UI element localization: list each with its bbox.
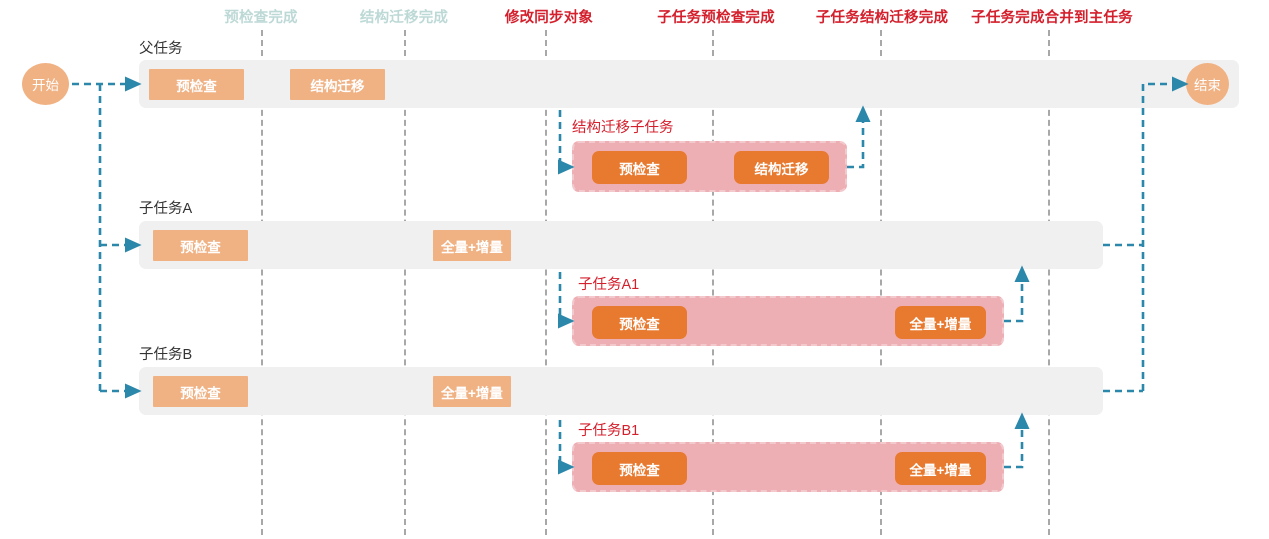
lane-title-subtask-a: 子任务A [139, 201, 193, 217]
chip-subtask-b1-precheck[interactable]: 预检查 [592, 452, 687, 485]
chip-subtask-a-precheck[interactable]: 预检查 [153, 230, 248, 261]
milestone-guide-line-1 [261, 30, 263, 535]
chip-parent-structure-migration[interactable]: 结构迁移 [290, 69, 385, 100]
milestone-label-modify-sync-object: 修改同步对象 [504, 10, 594, 26]
milestone-guide-line-6 [1048, 30, 1050, 535]
group-structure-migration-subtask: 预检查 结构迁移 [572, 141, 847, 192]
chip-subtask-a-full-incremental[interactable]: 全量+增量 [433, 230, 511, 261]
terminator-end[interactable]: 结束 [1186, 63, 1229, 105]
milestone-label-structure-done: 结构迁移完成 [359, 10, 449, 26]
wire-subtask-b1-to-subtask-b [1004, 412, 1030, 469]
wire-milestone-to-subtask-a1 [557, 272, 575, 329]
wire-milestone-to-subtask-b1 [557, 420, 575, 475]
chip-structure-subtask-structure-migration[interactable]: 结构迁移 [734, 151, 829, 184]
group-title-subtask-a1: 子任务A1 [578, 277, 640, 293]
milestone-label-subtask-precheck-done: 子任务预检查完成 [657, 10, 775, 26]
terminator-start[interactable]: 开始 [22, 63, 69, 105]
lane-title-subtask-b: 子任务B [139, 347, 193, 363]
group-subtask-b1: 预检查 全量+增量 [572, 442, 1004, 492]
milestone-guide-line-3 [545, 30, 547, 535]
group-title-structure-migration-subtask: 结构迁移子任务 [572, 120, 674, 136]
milestone-guide-line-4 [712, 30, 714, 535]
group-subtask-a1: 预检查 全量+增量 [572, 296, 1004, 346]
chip-subtask-b-precheck[interactable]: 预检查 [153, 376, 248, 407]
milestone-label-subtask-merge-to-main: 子任务完成合并到主任务 [971, 10, 1133, 26]
milestone-guide-line-5 [880, 30, 882, 535]
milestone-label-subtask-structure-done: 子任务结构迁移完成 [815, 10, 949, 26]
lane-parent-task: 预检查 结构迁移 [139, 60, 1239, 108]
lane-subtask-a: 预检查 全量+增量 [139, 221, 1103, 269]
group-title-subtask-b1: 子任务B1 [578, 423, 640, 439]
milestone-label-precheck-done: 预检查完成 [224, 10, 298, 26]
chip-subtask-b1-full-incremental[interactable]: 全量+增量 [895, 452, 986, 485]
chip-subtask-a1-precheck[interactable]: 预检查 [592, 306, 687, 339]
chip-subtask-b-full-incremental[interactable]: 全量+增量 [433, 376, 511, 407]
lane-subtask-b: 预检查 全量+增量 [139, 367, 1103, 415]
chip-structure-subtask-precheck[interactable]: 预检查 [592, 151, 687, 184]
wire-collector-to-end [1141, 76, 1189, 391]
wire-subtask-a1-to-subtask-a [1004, 265, 1030, 323]
lane-title-parent-task: 父任务 [139, 41, 183, 57]
wire-structure-subtask-to-parent [847, 105, 871, 169]
wire-milestone-to-structure-subtask [557, 110, 575, 175]
milestone-guide-line-2 [404, 30, 406, 535]
chip-parent-precheck[interactable]: 预检查 [149, 69, 244, 100]
chip-subtask-a1-full-incremental[interactable]: 全量+增量 [895, 306, 986, 339]
